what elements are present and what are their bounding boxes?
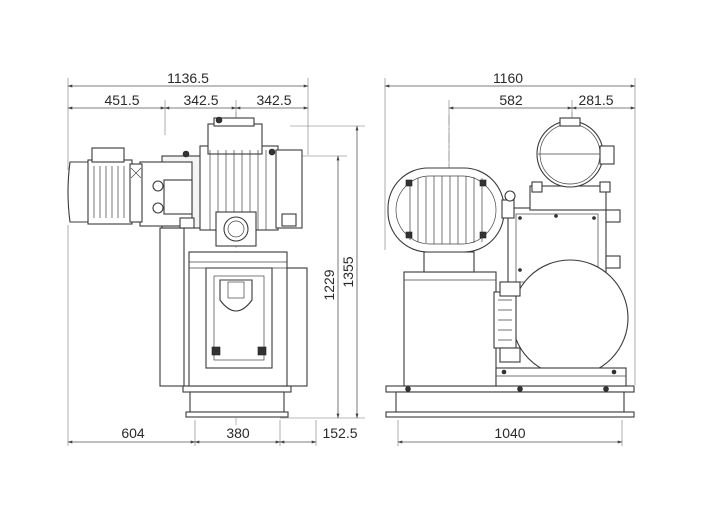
side-motor: [67, 147, 143, 225]
side-height-overall: 1355: [340, 256, 356, 287]
side-overall-width: 1136.5: [167, 70, 209, 86]
side-top-left-dim: 451.5: [104, 92, 139, 108]
front-top-right-dim: 281.5: [578, 92, 613, 108]
front-top-mid-dim: 582: [499, 92, 523, 108]
side-bottom-right-dim: 152.5: [322, 425, 357, 441]
side-roots-blower: [139, 116, 303, 247]
front-overall-width: 1160: [493, 70, 523, 86]
side-top-right-dim: 342.5: [256, 92, 291, 108]
front-view: 1160 582 281.5 1040: [384, 70, 636, 446]
front-bottom-dimensions: 1040: [397, 420, 623, 446]
side-lower-pump: [159, 227, 308, 387]
front-stand: [403, 251, 497, 387]
front-blower-drum: [387, 167, 505, 253]
side-height-inner: 1229: [321, 269, 337, 300]
front-drive-motor: [493, 259, 629, 387]
side-base-frame: [182, 385, 292, 418]
side-top-dimensions: 1136.5 451.5 342.5 342.5: [67, 70, 309, 170]
side-vertical-dimensions: 1229 1355: [280, 125, 365, 419]
side-top-mid-dim: 342.5: [183, 92, 218, 108]
side-view: 1136.5 451.5 342.5 342.5 1229 1355 604 3…: [67, 70, 365, 446]
front-base-plate: [385, 385, 635, 418]
front-top-motor: [531, 117, 615, 193]
front-bottom-dim: 1040: [494, 425, 525, 441]
side-bottom-left-dim: 604: [121, 425, 145, 441]
side-bottom-dimensions: 604 380 152.5: [67, 225, 358, 446]
side-bottom-mid-dim: 380: [226, 425, 250, 441]
